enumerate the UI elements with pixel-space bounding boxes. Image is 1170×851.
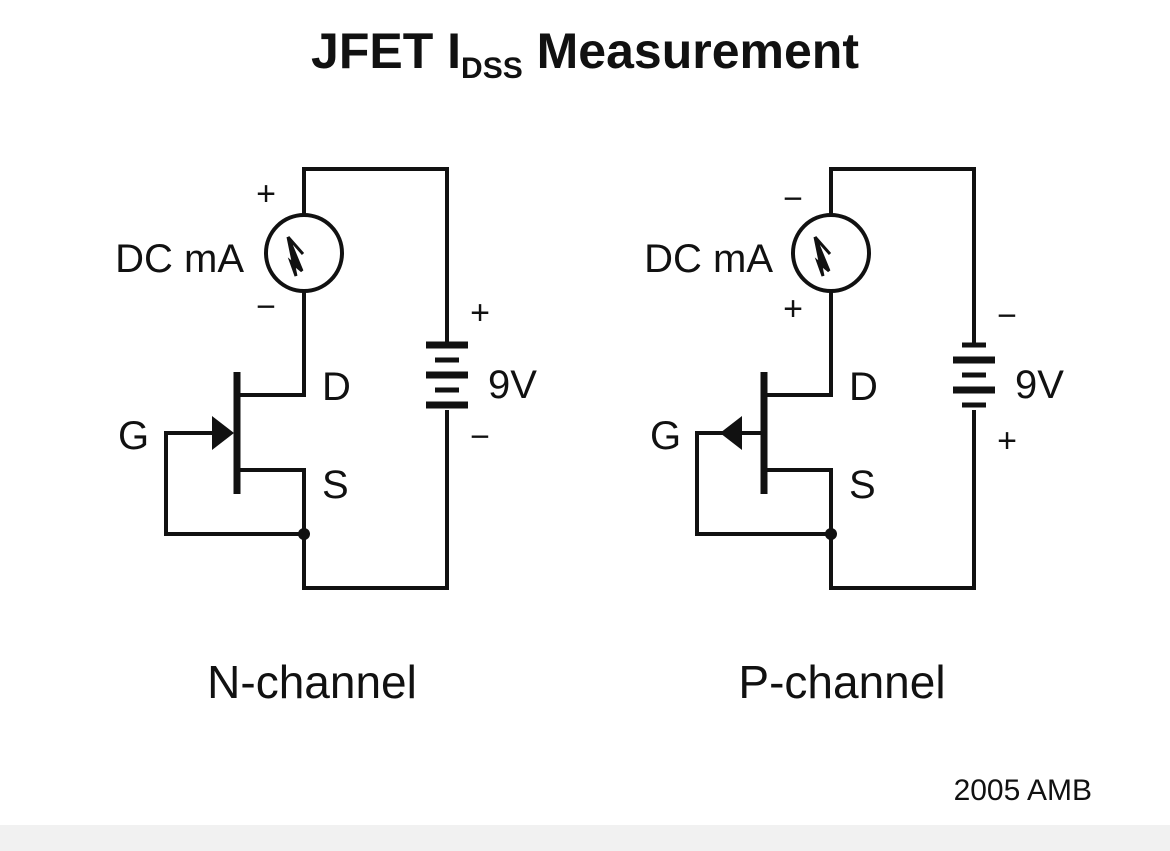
p-gate-arrow-icon [720, 416, 742, 450]
n-wire-source [235, 410, 449, 590]
n-caption: N-channel [207, 656, 417, 708]
n-battery-bottom-polarity: − [470, 418, 490, 456]
n-ammeter-needle-icon [286, 236, 305, 277]
p-meter-label: DC mA [644, 237, 773, 281]
n-wire-drain [235, 289, 306, 397]
p-wire-gate-loop [695, 431, 833, 536]
p-battery-icon [953, 342, 995, 408]
p-battery-top-polarity: − [997, 297, 1017, 335]
p-source-label: S [849, 463, 876, 507]
p-battery-label: 9V [1015, 363, 1064, 407]
n-gate-arrow-icon [212, 416, 234, 450]
p-battery-bottom-polarity: + [997, 422, 1017, 460]
n-battery-top-polarity: + [470, 294, 490, 332]
circuit-diagram: JFET IDSS Measurement + − DC mA + − 9V D… [115, 23, 1092, 807]
p-meter-bottom-polarity: + [783, 290, 803, 328]
p-gate-label: G [650, 414, 681, 458]
p-ammeter-needle-icon [813, 236, 832, 277]
title-rest: Measurement [523, 23, 860, 79]
n-battery-icon [426, 341, 468, 409]
diagram-canvas: JFET IDSS Measurement + − DC mA + − 9V D… [0, 0, 1170, 825]
n-junction-dot [298, 528, 310, 540]
n-meter-top-polarity: + [256, 175, 276, 213]
copyright-label: 2005 AMB [954, 774, 1092, 807]
n-wire-gate-loop [164, 431, 306, 536]
p-drain-label: D [849, 365, 878, 409]
n-meter-bottom-polarity: − [256, 288, 276, 326]
title-main: JFET I [311, 23, 461, 79]
n-gate-label: G [118, 414, 149, 458]
p-channel-circuit: − + DC mA − + 9V D S G P-channel [644, 167, 1064, 708]
n-drain-label: D [322, 365, 351, 409]
n-channel-circuit: + − DC mA + − 9V D S G N-channel [115, 167, 537, 708]
p-caption: P-channel [738, 656, 945, 708]
p-wire-source [762, 410, 976, 590]
n-meter-label: DC mA [115, 237, 244, 281]
title-subscript: DSS [461, 52, 523, 85]
p-wire-top-loop [829, 167, 976, 345]
p-wire-drain [762, 289, 833, 397]
n-source-label: S [322, 463, 349, 507]
n-battery-label: 9V [488, 363, 537, 407]
n-wire-top-loop [302, 167, 449, 345]
p-junction-dot [825, 528, 837, 540]
diagram-title: JFET IDSS Measurement [311, 23, 859, 85]
p-meter-top-polarity: − [783, 180, 803, 218]
